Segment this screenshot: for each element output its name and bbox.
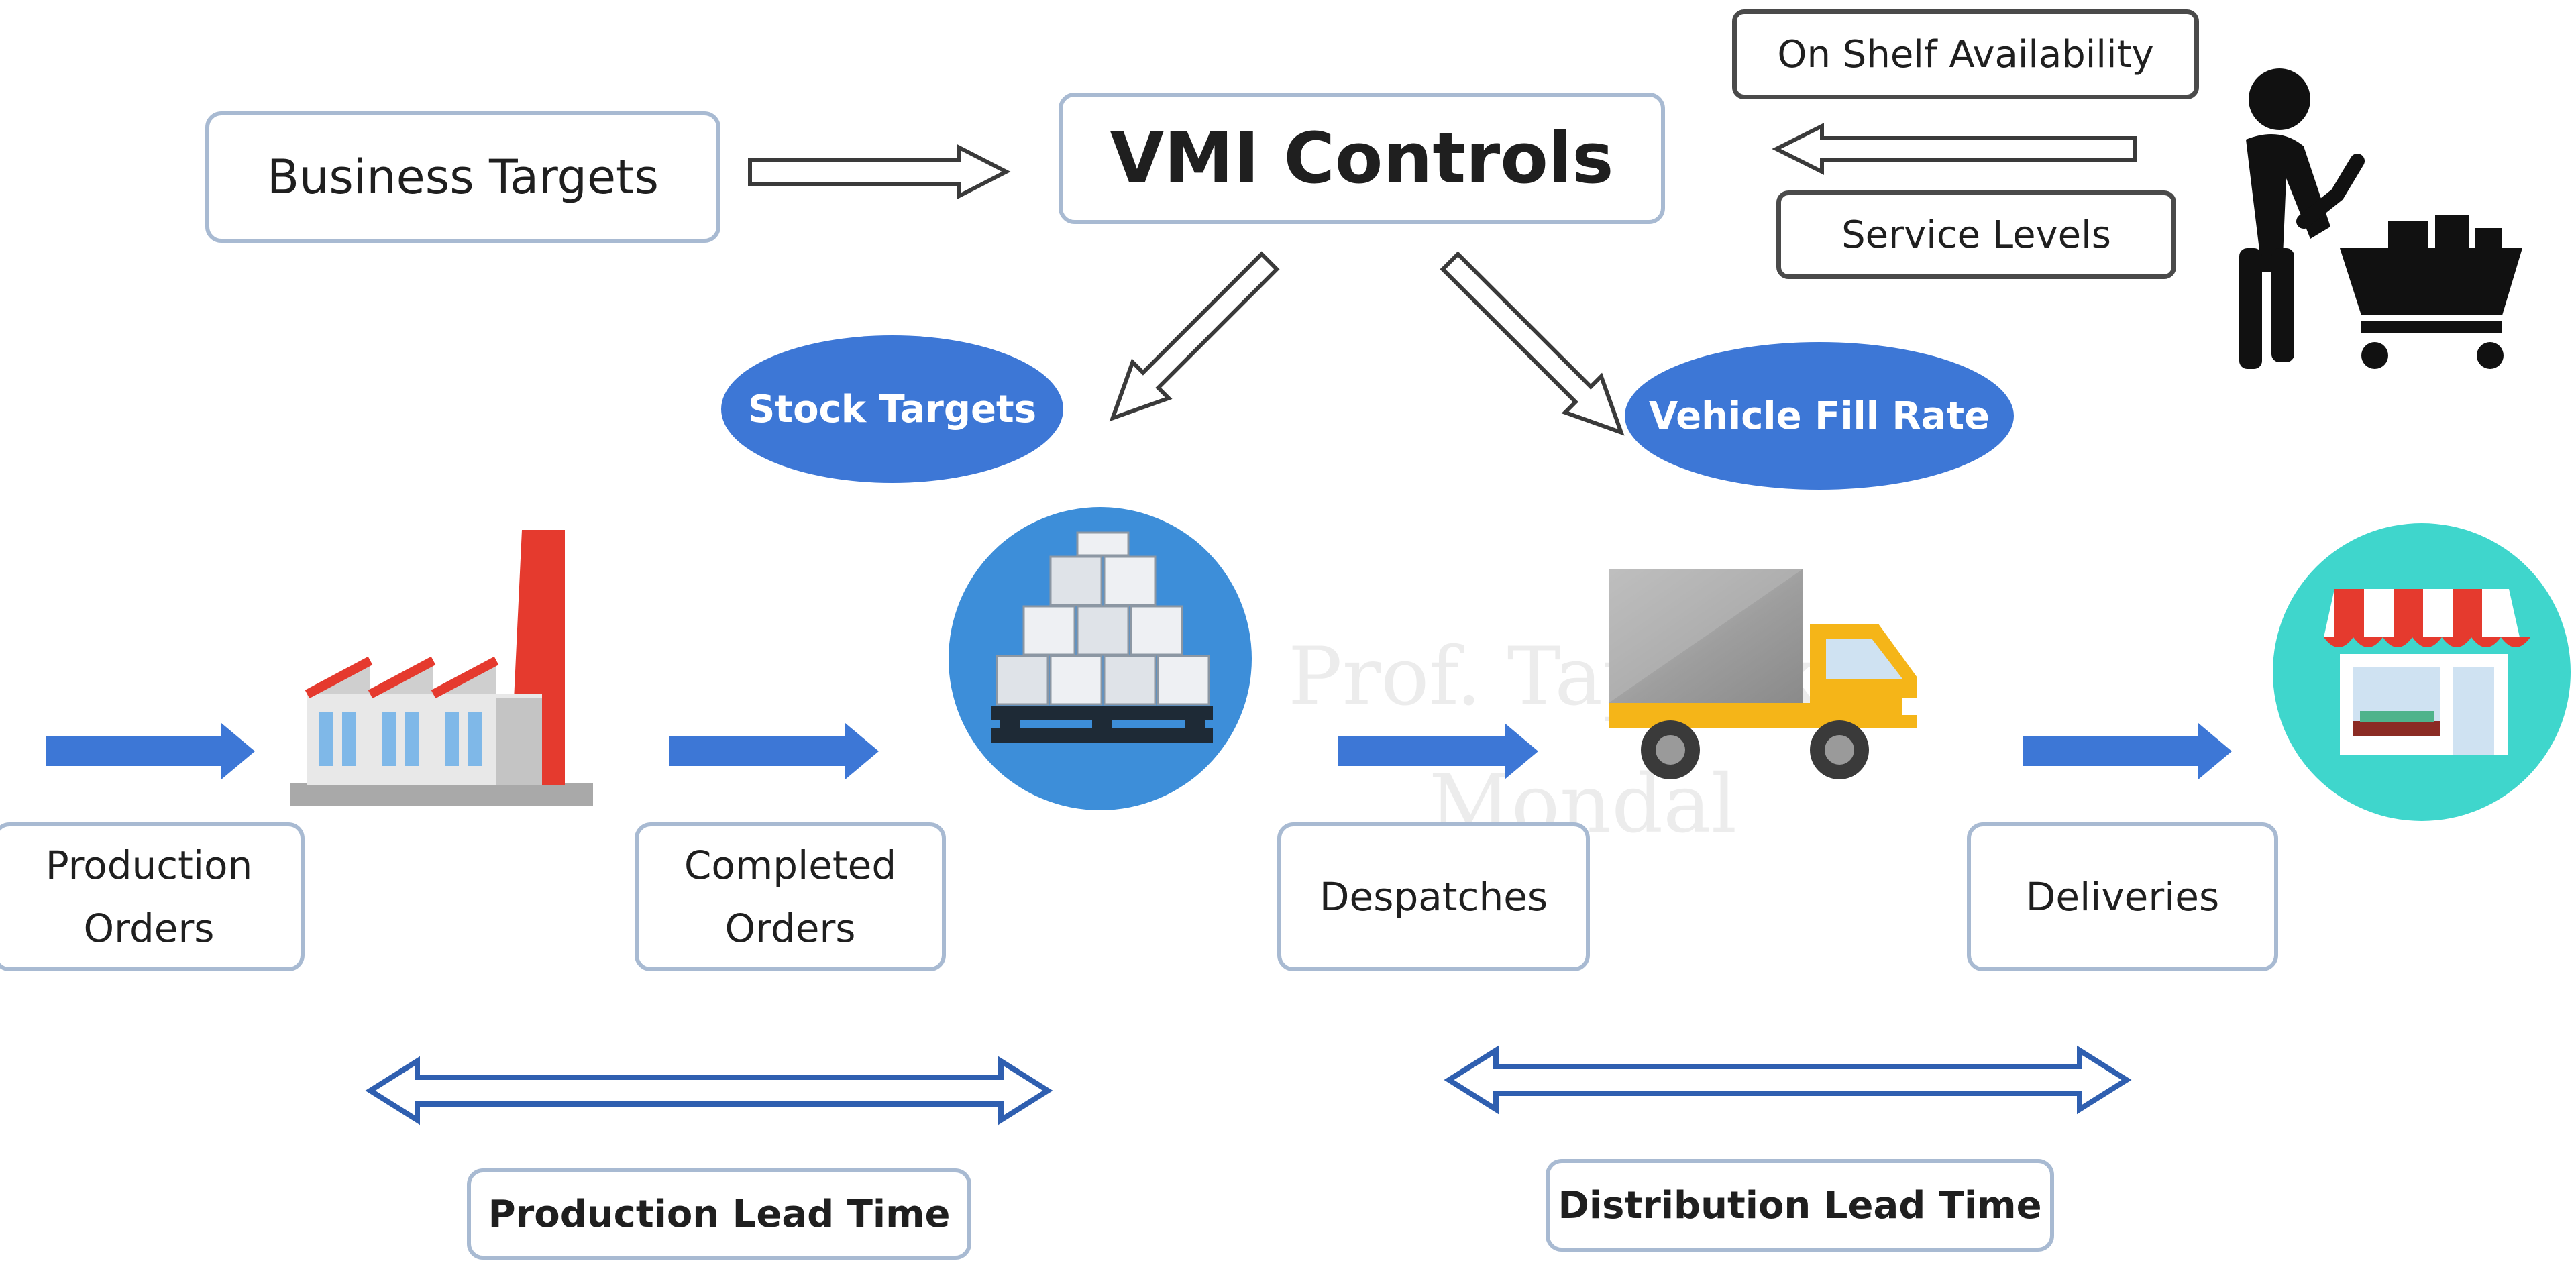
vehicle-fill-rate-label: Vehicle Fill Rate	[1648, 394, 1990, 438]
factory-icon	[290, 530, 593, 806]
shopper-cart-icon	[2239, 68, 2522, 369]
production-orders-box: Production Orders	[0, 822, 305, 971]
flow-arrow-3	[1338, 723, 1538, 779]
distribution-lead-time-arrow	[1444, 1045, 2132, 1115]
completed-orders-line-2: Orders	[724, 906, 856, 951]
business-targets-label: Business Targets	[267, 150, 659, 205]
service-levels-label: Service Levels	[1841, 213, 2111, 257]
vmi-controls-box: VMI Controls	[1059, 93, 1665, 224]
vehicle-fill-rate-ellipse	[1625, 342, 2014, 490]
distribution-lead-time-box: Distribution Lead Time	[1546, 1159, 2054, 1252]
distribution-lead-time-label: Distribution Lead Time	[1558, 1183, 2042, 1227]
store-icon	[2273, 523, 2571, 821]
deliveries-label: Deliveries	[2025, 874, 2220, 920]
stock-targets-ellipse	[721, 335, 1063, 483]
stock-targets-label: Stock Targets	[747, 387, 1037, 431]
production-orders-line-1: Production	[45, 842, 253, 888]
vehicle-fill-rate-label-wrap: Vehicle Fill Rate	[1625, 369, 2014, 463]
shelf-to-vmi-arrow	[1772, 123, 2137, 175]
stock-targets-label-wrap: Stock Targets	[721, 362, 1063, 456]
production-lead-time-label: Production Lead Time	[488, 1192, 951, 1236]
business-to-vmi-arrow	[748, 144, 1011, 199]
pallet-boxes-icon	[949, 507, 1252, 810]
completed-orders-line-1: Completed	[684, 842, 897, 888]
despatches-label: Despatches	[1319, 874, 1548, 920]
despatches-box: Despatches	[1277, 822, 1590, 971]
vmi-to-vehicle-arrow	[1440, 251, 1625, 436]
flow-arrow-2	[669, 723, 879, 779]
production-orders-line-2: Orders	[83, 906, 215, 951]
deliveries-box: Deliveries	[1967, 822, 2278, 971]
service-levels-box: Service Levels	[1776, 190, 2176, 279]
business-targets-box: Business Targets	[205, 111, 720, 243]
vmi-controls-label: VMI Controls	[1110, 117, 1614, 199]
truck-icon	[1609, 569, 1917, 779]
flow-arrow-1	[46, 723, 255, 779]
on-shelf-availability-box: On Shelf Availability	[1732, 9, 2199, 99]
completed-orders-box: Completed Orders	[635, 822, 946, 971]
on-shelf-availability-label: On Shelf Availability	[1777, 32, 2154, 76]
flow-arrow-4	[2023, 723, 2232, 779]
production-lead-time-box: Production Lead Time	[467, 1168, 971, 1260]
production-lead-time-arrow	[365, 1056, 1053, 1126]
vmi-to-stock-arrow	[1109, 251, 1280, 422]
